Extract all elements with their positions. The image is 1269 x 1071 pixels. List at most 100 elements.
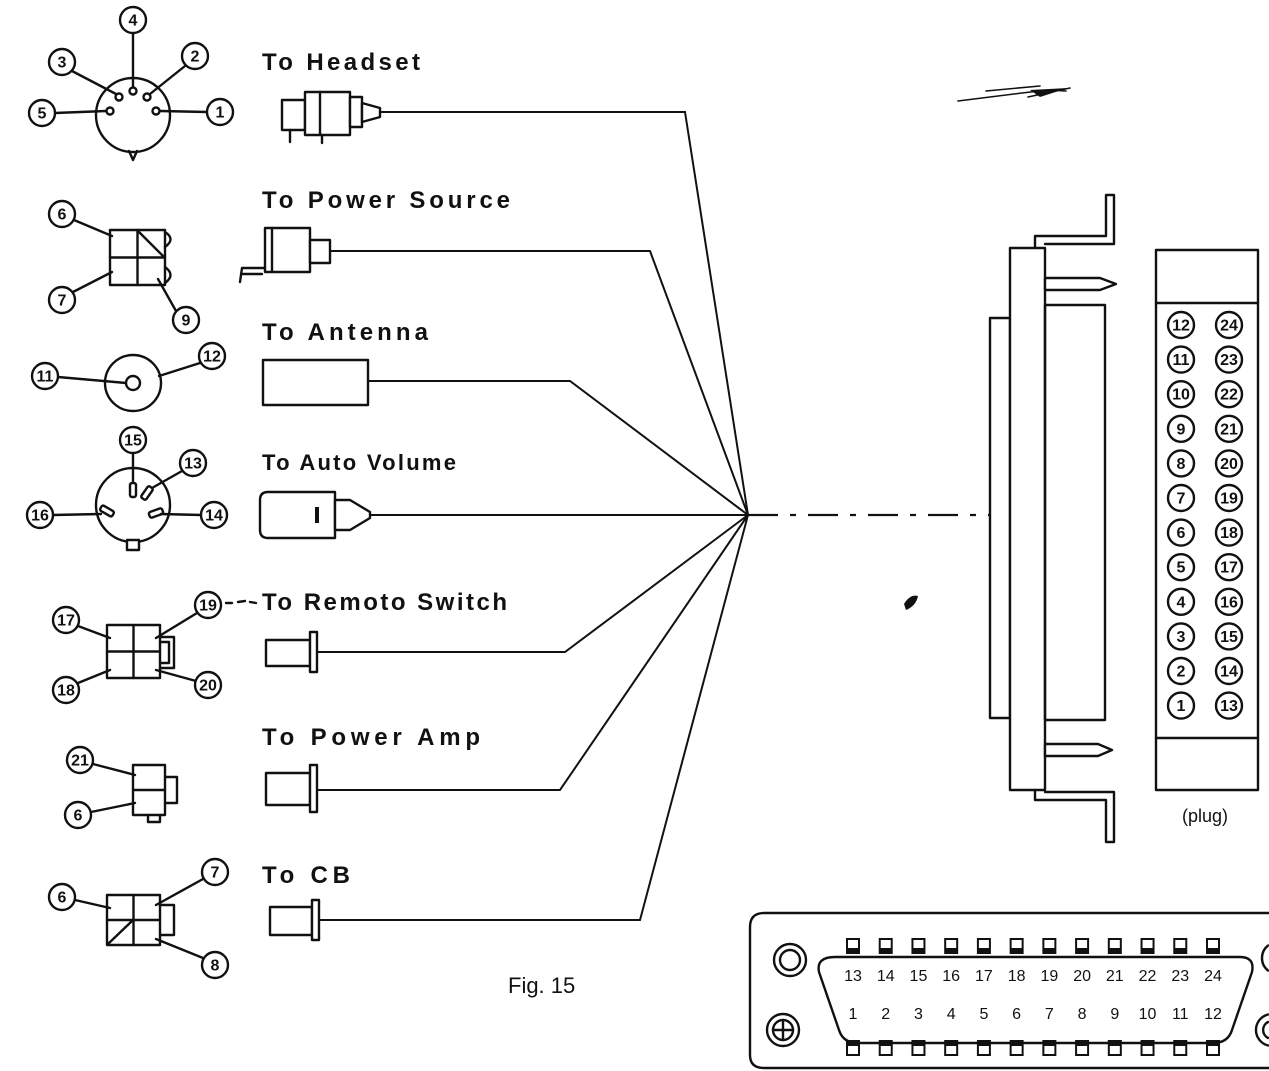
plug-pin-circle bbox=[1214, 656, 1244, 686]
antenna-connector-face: 11 12 bbox=[30, 341, 227, 413]
socket-pin-top: 24 bbox=[1204, 938, 1222, 985]
plug-pin: 21 bbox=[1214, 414, 1244, 443]
socket-pin-fill bbox=[977, 948, 990, 953]
pin-callout: 1 bbox=[205, 97, 235, 127]
socket-pin-bottom: 3 bbox=[911, 1006, 926, 1056]
connector-side-view bbox=[988, 193, 1118, 844]
callout-circle bbox=[47, 285, 77, 315]
socket-pin-fill bbox=[879, 1041, 892, 1046]
pin-callout: 12 bbox=[197, 341, 227, 371]
coax-center bbox=[124, 374, 142, 392]
plug-pin-number: 23 bbox=[1220, 352, 1238, 369]
pin-number: 8 bbox=[211, 958, 220, 975]
socket-pin-number: 8 bbox=[1078, 1006, 1087, 1023]
wire-power-amp bbox=[317, 514, 749, 791]
pin-number: 3 bbox=[58, 55, 67, 72]
plug-pin-circle bbox=[1214, 622, 1244, 651]
pin-hole bbox=[105, 106, 115, 116]
pin-number: 1 bbox=[216, 105, 225, 122]
wire-cb bbox=[319, 514, 749, 921]
guide-pin-top bbox=[1043, 276, 1118, 292]
plug-pin-circle bbox=[1166, 587, 1196, 616]
hole-outer bbox=[765, 1012, 801, 1048]
plug-pin: 15 bbox=[1214, 622, 1244, 651]
plug-pin-circle bbox=[1214, 691, 1244, 720]
socket-pin-top: 14 bbox=[877, 938, 895, 985]
pin-callout: 6 bbox=[47, 199, 77, 229]
pin-callout: 6 bbox=[63, 800, 93, 830]
pin-callout: 2 bbox=[180, 41, 210, 71]
scan-artifact-marks bbox=[224, 599, 258, 605]
plug-pin-number: 24 bbox=[1220, 318, 1238, 335]
pin-number: 9 bbox=[182, 313, 191, 330]
pin-number: 20 bbox=[199, 678, 217, 695]
hole-inner bbox=[778, 948, 802, 972]
callout-circle bbox=[199, 500, 229, 530]
plug-tip bbox=[333, 498, 372, 532]
plug-pin-circle bbox=[1166, 553, 1196, 582]
pin-number: 21 bbox=[71, 753, 89, 770]
side-flange bbox=[1008, 246, 1047, 792]
wire-headset bbox=[380, 111, 749, 516]
plug-pin-number: 6 bbox=[1177, 525, 1186, 542]
housing-divisions bbox=[105, 623, 162, 680]
socket-pin-fill bbox=[1043, 1041, 1056, 1046]
pin-callout: 9 bbox=[171, 305, 201, 335]
socket-pin-fill bbox=[945, 1041, 958, 1046]
socket-pin-top: 13 bbox=[844, 938, 862, 985]
pin-number: 7 bbox=[211, 865, 220, 882]
plug-pin: 23 bbox=[1214, 345, 1244, 374]
pin-callout: 7 bbox=[47, 285, 77, 315]
plug-neck bbox=[308, 238, 332, 265]
plug-pin: 14 bbox=[1214, 656, 1244, 686]
pin-callout: 19 bbox=[193, 590, 223, 620]
arrow-strokes bbox=[957, 85, 1071, 102]
socket-pin-bottom: 4 bbox=[944, 1006, 959, 1056]
callout-circle bbox=[51, 675, 81, 705]
pin-number: 12 bbox=[203, 349, 221, 366]
pin-number: 19 bbox=[199, 598, 217, 615]
pin-callout: 6 bbox=[47, 882, 77, 912]
callout-circle bbox=[197, 341, 227, 371]
scan-artifact-blob bbox=[904, 595, 918, 610]
socket-pin-fill bbox=[1010, 1041, 1023, 1046]
plug-pin-number: 11 bbox=[1173, 352, 1190, 369]
hole-outer bbox=[772, 942, 808, 978]
plug-body bbox=[268, 905, 314, 937]
headset-connector-face: 4 3 2 5 1 bbox=[27, 5, 235, 162]
pin-number: 6 bbox=[74, 808, 83, 825]
pin-callout: 13 bbox=[178, 448, 208, 478]
socket-pin-number: 9 bbox=[1110, 1006, 1119, 1023]
socket-pin-fill bbox=[1141, 1041, 1154, 1046]
plug-flange bbox=[310, 898, 321, 942]
socket-pin-fill bbox=[1010, 948, 1023, 953]
socket-pin-number: 12 bbox=[1204, 1006, 1222, 1023]
housing-latch bbox=[158, 903, 176, 937]
power-amp-connector-face: 21 6 bbox=[63, 745, 179, 830]
plug-slot bbox=[315, 507, 319, 523]
plug-pin-number: 7 bbox=[1177, 491, 1186, 508]
socket-pin-number: 16 bbox=[942, 968, 960, 985]
socket-pin-number: 5 bbox=[979, 1006, 988, 1023]
callout-circle bbox=[200, 950, 230, 980]
callout-circle bbox=[27, 98, 57, 128]
plug-body bbox=[303, 90, 352, 137]
plug-pin: 22 bbox=[1214, 380, 1244, 409]
mounting-hole-bottom-right bbox=[1254, 1013, 1269, 1047]
pin-callout: 21 bbox=[65, 745, 95, 775]
pin-callout: 15 bbox=[118, 425, 148, 455]
pin-callout: 7 bbox=[200, 857, 230, 887]
din-key bbox=[127, 149, 139, 162]
pin-hole bbox=[151, 106, 161, 116]
housing-tab bbox=[146, 813, 162, 824]
plug-flange bbox=[308, 630, 319, 674]
pin-callout: 14 bbox=[199, 500, 229, 530]
pin-number: 18 bbox=[57, 683, 75, 700]
plug-outline bbox=[1154, 248, 1260, 792]
plug-pin-circle bbox=[1214, 518, 1244, 547]
side-protrusion bbox=[988, 316, 1012, 720]
leader-lines bbox=[51, 451, 203, 517]
pin-callout: 16 bbox=[25, 500, 55, 530]
